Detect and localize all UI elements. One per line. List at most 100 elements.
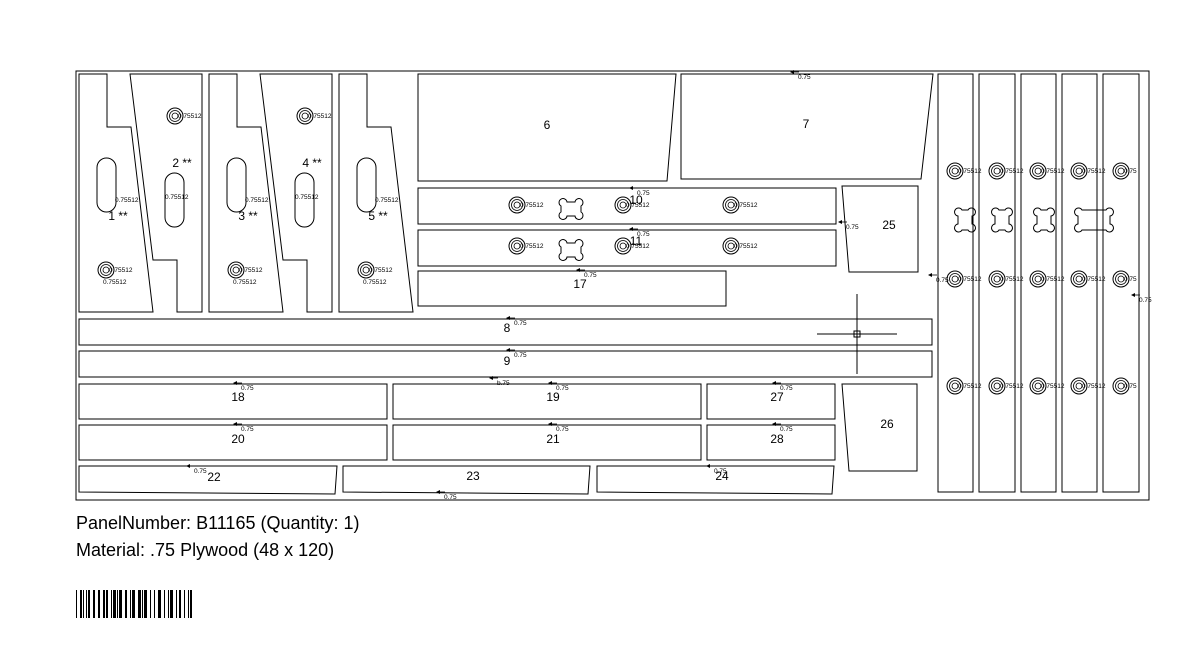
part-7-outline [680, 73, 934, 180]
drill-hole-code: 0.75512 [369, 267, 393, 274]
drill-hole-ring [988, 162, 1006, 180]
edge-thickness-label: 0.75 [556, 426, 569, 433]
drill-hole-ring [614, 237, 632, 255]
drill-hole-ring [357, 261, 375, 279]
part-3-slot [226, 157, 247, 213]
barcode-bar [132, 590, 135, 618]
barcode-bar [154, 590, 155, 618]
edge-thickness-label: b.75 [497, 380, 510, 387]
drill-hole-ring [946, 162, 964, 180]
part-label-17: 17 [573, 277, 587, 291]
part-11-dogbone [558, 239, 584, 261]
drill-hole-code: 0.75512 [734, 202, 758, 209]
drill-hole-code: 0.75512 [109, 267, 133, 274]
slot-hole-code: 0.75512 [363, 279, 387, 286]
part-4-outline [259, 73, 333, 313]
drill-hole-ring [1112, 270, 1130, 288]
edge-arrow-head [233, 381, 237, 385]
drill-hole-code: 0.75 [1124, 383, 1137, 390]
stile-1-outline [937, 73, 974, 493]
drill-hole-ring [1070, 162, 1088, 180]
drill-hole-ring [1032, 273, 1044, 285]
drill-hole-ring [1117, 167, 1125, 175]
barcode-bar [188, 590, 189, 618]
drill-hole-code: 0.75512 [1041, 168, 1065, 175]
panel-number-line: PanelNumber: B11165 (Quantity: 1) [76, 512, 360, 534]
drill-hole-ring [513, 201, 521, 209]
barcode-bar [119, 590, 122, 618]
drill-hole-code: 0.75512 [308, 113, 332, 120]
edge-arrow-head [548, 381, 552, 385]
edge-thickness-label: 0.75 [514, 352, 527, 359]
edge-annotations: 0.75512 0.75512 0.75512 0.75512 0.75512 0.755… [103, 70, 1152, 501]
barcode-bar [130, 590, 131, 618]
edge-thickness-label: 0.75 [444, 494, 457, 501]
drill-hole-ring [993, 275, 1001, 283]
drill-hole-code: 0.75512 [1000, 383, 1024, 390]
drill-hole-code: 0.75512 [520, 243, 544, 250]
barcode-bar [80, 590, 82, 618]
drill-hole-ring [508, 196, 526, 214]
edge-thickness-label: 0.75 [637, 190, 650, 197]
drill-hole-ring [232, 266, 240, 274]
drill-hole-ring [1073, 273, 1085, 285]
drill-hole-ring [951, 167, 959, 175]
part-5-outline [338, 73, 414, 313]
drill-hole-ring [951, 382, 959, 390]
barcode-bar [144, 590, 147, 618]
barcode-bar [168, 590, 169, 618]
drill-hole-ring [727, 201, 735, 209]
edge-arrow-head [548, 422, 552, 426]
material-label: Material: [76, 540, 146, 560]
drill-hole-ring [299, 110, 311, 122]
drill-hole-code: 0.75 [1124, 276, 1137, 283]
part-3-outline [208, 73, 284, 313]
part-24-outline [596, 465, 835, 495]
drill-hole-ring [1117, 382, 1125, 390]
crosshair-center [853, 330, 861, 338]
edge-thickness-label: 0.75 [714, 468, 727, 475]
drill-hole-ring [1075, 167, 1083, 175]
drill-hole-ring [296, 107, 314, 125]
slot-hole-code: 0.75512 [115, 197, 139, 204]
barcode-bar [170, 590, 173, 618]
slot-hole-code: 0.75512 [233, 279, 257, 286]
part-1-slot [96, 157, 117, 213]
edge-arrow-head [233, 422, 237, 426]
stile-2-outline [978, 73, 1016, 493]
drill-hole-code: 0.75512 [1082, 276, 1106, 283]
part-label-23: 23 [466, 469, 480, 483]
edge-arrow-head [436, 490, 440, 494]
part-10-dogbone [558, 198, 584, 220]
drill-hole-code: 0.75512 [1041, 276, 1065, 283]
edge-arrow-head [772, 381, 776, 385]
barcode-bar [164, 590, 165, 618]
edge-thickness-label: 0.75 [1139, 297, 1152, 304]
drill-hole-ring [169, 110, 181, 122]
sheet-outline [75, 70, 1150, 501]
drill-hole-ring [614, 196, 632, 214]
part-label-1: 1 ** [108, 209, 128, 223]
drill-hole-ring [1073, 165, 1085, 177]
drill-hole-code: 0.75512 [626, 202, 650, 209]
barcode-bar [125, 590, 127, 618]
part-label-3: 3 ** [238, 209, 258, 223]
drill-hole-ring [991, 380, 1003, 392]
slot-hole-code: 0.75512 [295, 194, 319, 201]
drill-hole-ring [722, 237, 740, 255]
drill-hole-ring [991, 165, 1003, 177]
part-6-outline [417, 73, 677, 182]
drill-hole-ring [949, 165, 961, 177]
barcode-bar [98, 590, 100, 618]
part-label-11: 11 [630, 234, 643, 248]
drill-hole-ring [949, 380, 961, 392]
part-17-outline [417, 270, 727, 307]
drill-hole-ring [617, 199, 629, 211]
drill-hole-ring [988, 377, 1006, 395]
drill-hole-code: 0.75512 [958, 168, 982, 175]
drill-hole-code: 0.75512 [1041, 383, 1065, 390]
drill-hole-ring [511, 240, 523, 252]
drill-hole-ring [993, 167, 1001, 175]
edge-arrow-head [576, 268, 580, 272]
barcode-bar [179, 590, 181, 618]
